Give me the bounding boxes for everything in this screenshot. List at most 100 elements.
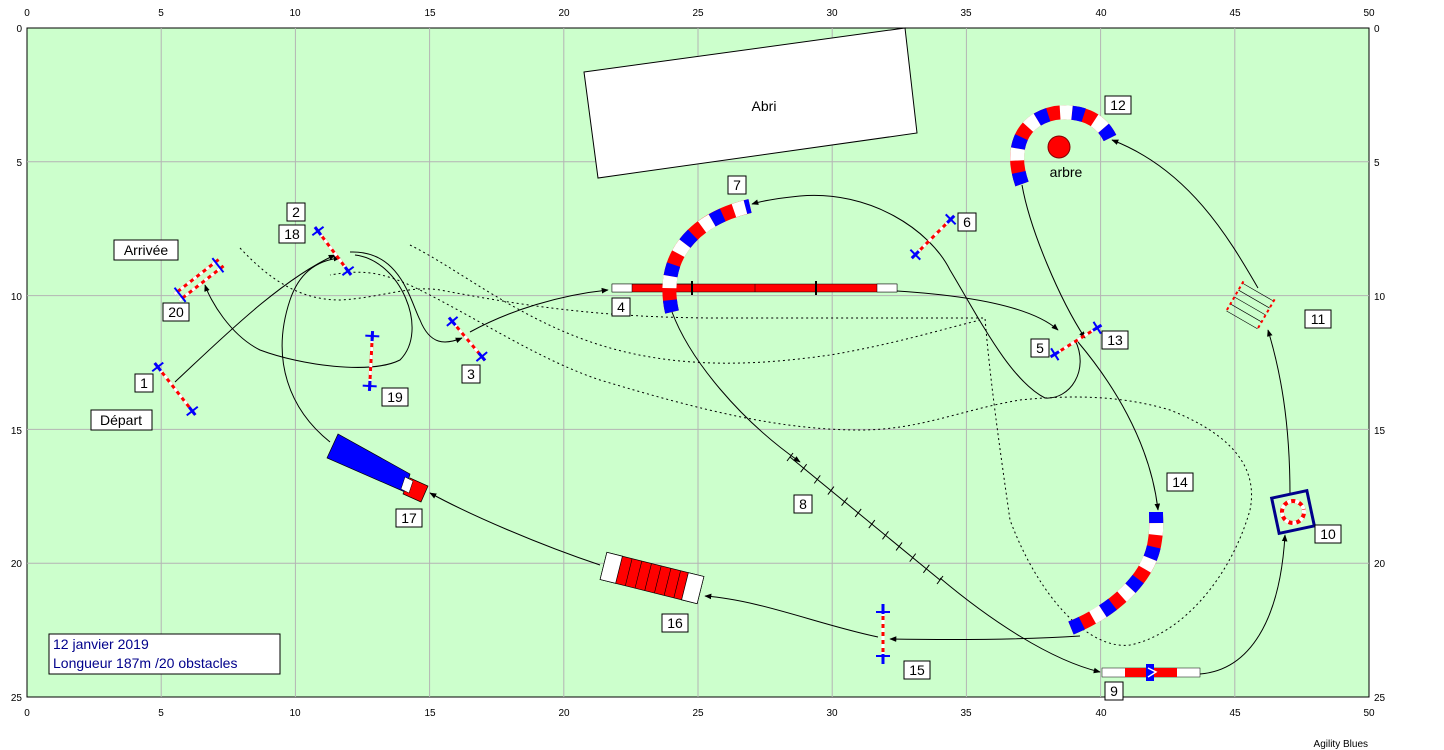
jump-1 xyxy=(151,361,199,417)
brand-label: Agility Blues xyxy=(1314,739,1368,750)
svg-text:7: 7 xyxy=(733,177,741,193)
weave-poles-8 xyxy=(786,452,944,585)
y-tick-right: 15 xyxy=(1374,426,1386,437)
chute-17 xyxy=(326,433,429,503)
x-axis-top: 0 5 10 15 20 25 30 35 40 45 50 xyxy=(24,8,1375,19)
number-label-8: 8 xyxy=(793,494,813,514)
svg-text:8: 8 xyxy=(799,496,807,512)
x-tick-top: 30 xyxy=(826,8,838,19)
seesaw-9 xyxy=(1101,664,1201,681)
weave-pole xyxy=(786,452,794,462)
y-tick-right: 10 xyxy=(1374,292,1386,303)
x-tick-bottom: 40 xyxy=(1095,708,1107,719)
y-tick-right: 25 xyxy=(1374,693,1386,704)
y-tick-right: 0 xyxy=(1374,24,1380,35)
y-tick-right: 20 xyxy=(1374,559,1386,570)
weave-pole xyxy=(868,519,876,529)
svg-text:10: 10 xyxy=(1320,526,1336,542)
number-label-12: 12 xyxy=(1104,95,1132,115)
number-label-7: 7 xyxy=(727,175,747,195)
y-tick-right: 5 xyxy=(1374,158,1380,169)
number-label-19: 19 xyxy=(381,387,409,407)
x-axis-bottom: 0 5 10 15 20 25 30 35 40 45 50 xyxy=(24,708,1375,719)
number-label-2: 2 xyxy=(286,202,306,222)
x-tick-bottom: 45 xyxy=(1229,708,1241,719)
weave-pole xyxy=(922,564,930,574)
weave-pole xyxy=(936,575,944,585)
finish-label: Arrivée xyxy=(113,239,179,261)
number-label-9: 9 xyxy=(1104,681,1124,701)
weave-pole xyxy=(800,463,808,473)
number-label-10: 10 xyxy=(1314,524,1342,544)
jump-3 xyxy=(446,316,488,362)
x-tick-bottom: 35 xyxy=(960,708,972,719)
tire-10 xyxy=(1269,488,1317,536)
number-label-17: 17 xyxy=(395,508,423,528)
svg-text:14: 14 xyxy=(1172,474,1188,490)
weave-pole xyxy=(813,475,821,484)
number-label-20: 20 xyxy=(162,302,190,322)
x-tick-bottom: 10 xyxy=(289,708,301,719)
weave-pole xyxy=(909,553,917,562)
number-label-3: 3 xyxy=(461,364,481,384)
svg-text:18: 18 xyxy=(284,226,300,242)
weave-pole xyxy=(827,486,835,495)
x-tick-top: 0 xyxy=(24,8,30,19)
svg-text:15: 15 xyxy=(909,662,925,678)
dog-path xyxy=(174,139,1291,675)
svg-text:5: 5 xyxy=(1036,340,1044,356)
tunnel-7 xyxy=(662,199,752,314)
course-date: 12 janvier 2019 xyxy=(53,636,149,652)
course-length: Longueur 187m /20 obstacles xyxy=(53,655,237,671)
x-tick-bottom: 50 xyxy=(1363,708,1375,719)
svg-text:2: 2 xyxy=(292,204,300,220)
weave-pole xyxy=(882,530,889,540)
svg-text:4: 4 xyxy=(617,299,625,315)
weave-pole xyxy=(895,542,903,551)
jump-6 xyxy=(909,213,957,261)
start-label: Départ xyxy=(90,409,153,431)
number-label-11: 11 xyxy=(1304,309,1332,329)
handler-paths xyxy=(239,244,1252,646)
x-tick-top: 50 xyxy=(1363,8,1375,19)
double-jump-20 xyxy=(173,257,225,303)
jump-2-18 xyxy=(311,226,355,276)
number-label-16: 16 xyxy=(661,613,689,633)
svg-text:6: 6 xyxy=(963,214,971,230)
y-tick-left: 10 xyxy=(11,292,23,303)
long-tunnel-16 xyxy=(599,551,705,605)
number-label-1: 1 xyxy=(134,373,154,393)
tunnel-12 xyxy=(1010,105,1117,187)
y-tick-left: 0 xyxy=(16,24,22,35)
x-tick-bottom: 30 xyxy=(826,708,838,719)
weave-pole xyxy=(854,508,862,518)
x-tick-top: 45 xyxy=(1229,8,1241,19)
svg-text:13: 13 xyxy=(1107,332,1123,348)
number-label-6: 6 xyxy=(957,212,977,232)
jump-19 xyxy=(362,330,380,392)
svg-text:1: 1 xyxy=(140,375,148,391)
obstacle-number-labels: 1 2 3 4 5 6 7 8 9 10 11 12 13 14 15 16 1… xyxy=(134,95,1342,701)
svg-text:17: 17 xyxy=(401,510,417,526)
x-tick-top: 20 xyxy=(558,8,570,19)
svg-text:20: 20 xyxy=(168,304,184,320)
svg-text:19: 19 xyxy=(387,389,403,405)
svg-text:9: 9 xyxy=(1110,683,1118,699)
svg-text:3: 3 xyxy=(467,366,475,382)
number-label-13: 13 xyxy=(1101,330,1129,350)
x-tick-top: 25 xyxy=(692,8,704,19)
y-tick-left: 15 xyxy=(11,426,23,437)
jump-15 xyxy=(876,604,890,664)
number-label-15: 15 xyxy=(903,660,931,680)
x-tick-bottom: 25 xyxy=(692,708,704,719)
jump-5-13 xyxy=(1049,321,1103,361)
svg-text:Arrivée: Arrivée xyxy=(124,242,169,258)
number-label-14: 14 xyxy=(1166,472,1194,492)
x-tick-top: 40 xyxy=(1095,8,1107,19)
x-tick-top: 15 xyxy=(424,8,436,19)
x-tick-bottom: 0 xyxy=(24,708,30,719)
x-tick-top: 5 xyxy=(158,8,164,19)
tree: arbre xyxy=(1047,135,1083,180)
shelter-label: Abri xyxy=(752,98,777,114)
